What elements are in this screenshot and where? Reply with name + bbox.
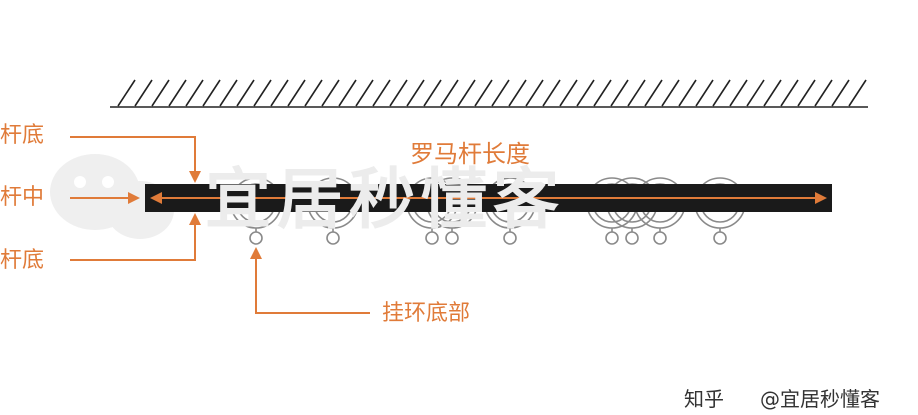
hatch-line [576, 79, 595, 107]
hatch-line [610, 79, 629, 107]
hatch-line [848, 79, 867, 107]
hatch-line [202, 79, 221, 107]
hatch-line [542, 79, 561, 107]
hatch-line [780, 79, 799, 107]
hatch-line [695, 79, 714, 107]
hatch-line [746, 79, 765, 107]
label-rod-bottom-top: 杆底 [0, 123, 45, 148]
ring-bottom-leader [250, 247, 370, 314]
hatch-line [338, 79, 357, 107]
hatch-line [593, 79, 612, 107]
hatch-line [797, 79, 816, 107]
hatch-line [253, 79, 272, 107]
hatch-line [423, 79, 442, 107]
hatch-line [814, 79, 833, 107]
rod-length-arrow [150, 192, 827, 204]
hatch-line [627, 79, 646, 107]
hatch-line [661, 79, 680, 107]
hatch-line [406, 79, 425, 107]
hatch-line [559, 79, 578, 107]
label-rod-length: 罗马杆长度 [410, 140, 530, 168]
hatch-line [304, 79, 323, 107]
hatch-line [236, 79, 255, 107]
hatch-line [644, 79, 663, 107]
hatch-line [389, 79, 408, 107]
hatch-line [474, 79, 493, 107]
ceiling [110, 79, 868, 108]
hatch-line [831, 79, 850, 107]
hatch-line [372, 79, 391, 107]
hatch-line [219, 79, 238, 107]
hatch-line [763, 79, 782, 107]
hatch-line [134, 79, 153, 107]
hatch-line [287, 79, 306, 107]
hatch-line [678, 79, 697, 107]
hatch-line [117, 79, 136, 107]
hatch-line [525, 79, 544, 107]
footer-platform: 知乎 [684, 387, 724, 411]
hatch-line [440, 79, 459, 107]
hatch-line [491, 79, 510, 107]
watermark-text: 宜居秒懂客 [205, 161, 565, 238]
hatch-line [355, 79, 374, 107]
hatch-line [457, 79, 476, 107]
label-ring-bottom: 挂环底部 [382, 301, 471, 326]
ceiling-hatching [117, 79, 867, 107]
rod-top-leader [70, 136, 201, 183]
hatch-line [151, 79, 170, 107]
footer-author: @宜居秒懂客 [760, 387, 880, 411]
hatch-line [712, 79, 731, 107]
rod-bottom-leader [70, 213, 201, 261]
hatch-line [185, 79, 204, 107]
label-rod-bottom-lower: 杆底 [0, 248, 45, 273]
hatch-line [729, 79, 748, 107]
hatch-line [270, 79, 289, 107]
hatch-line [168, 79, 187, 107]
hatch-line [321, 79, 340, 107]
rod-middle-leader [70, 192, 140, 204]
label-rod-middle: 杆中 [0, 185, 45, 210]
hatch-line [508, 79, 527, 107]
